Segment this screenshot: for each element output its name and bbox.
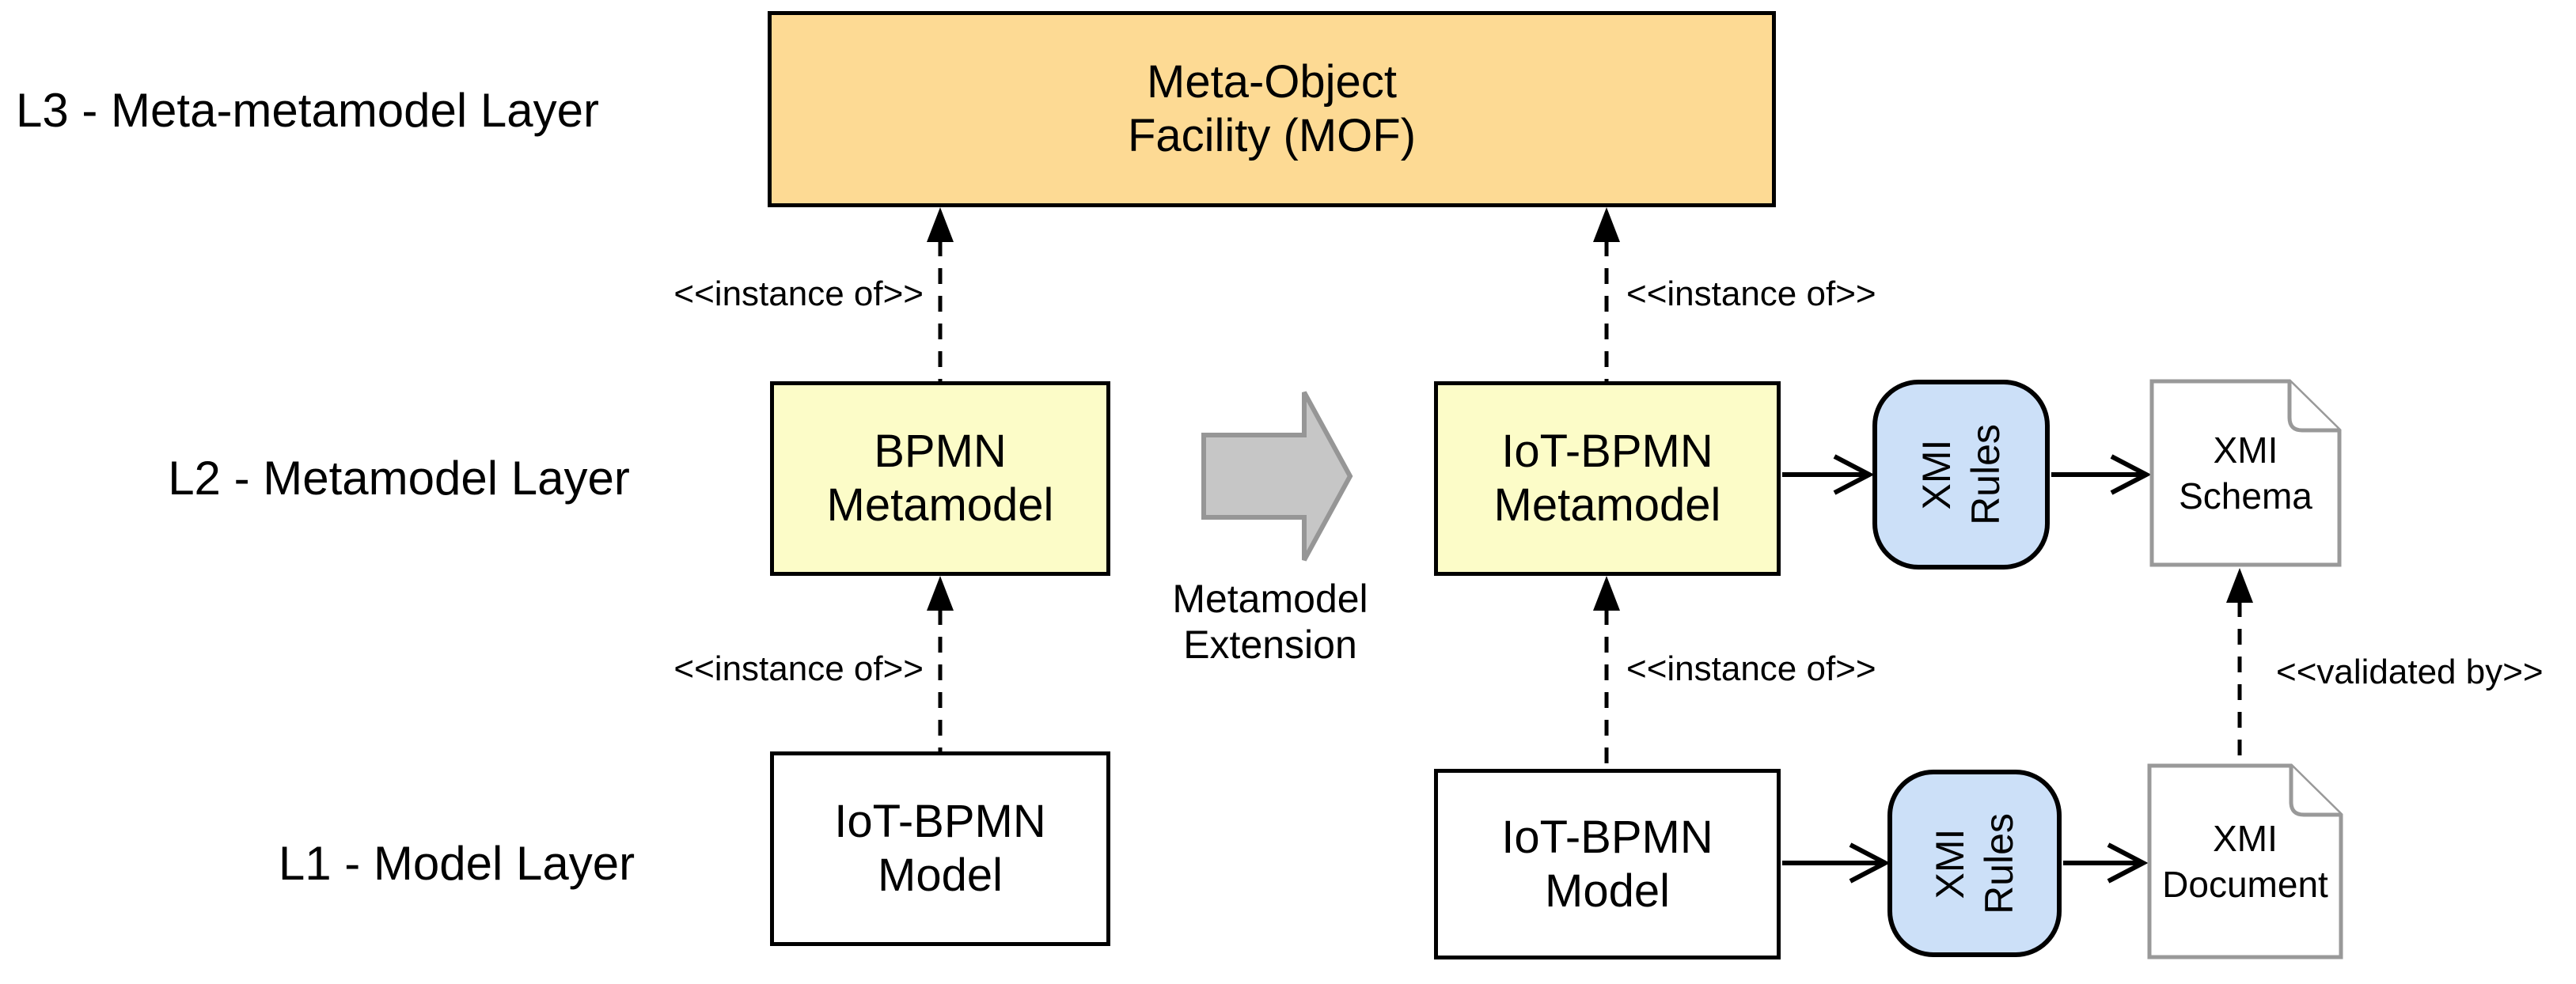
instance-of-arrow-bottom-right	[1593, 576, 1620, 769]
node-iot-bpmn-model-right: IoT-BPMN Model	[1434, 769, 1781, 959]
node-xmi-rules-top-label: XMI Rules	[1914, 424, 2008, 525]
annotation-metamodel-extension: Metamodel Extension	[1172, 577, 1368, 667]
document-shape-document	[2147, 763, 2343, 959]
annotation-instance-of-top-left: <<instance of>>	[673, 274, 924, 313]
metamodel-extension-block-arrow	[1201, 391, 1353, 562]
node-iot-bpmn-metamodel-label: IoT-BPMN Metamodel	[1493, 426, 1721, 531]
instance-of-arrow-bottom-left	[927, 576, 954, 751]
node-xmi-schema-label: XMI Schema	[2179, 430, 2312, 517]
node-xmi-rules-top: XMI Rules	[1872, 380, 2050, 570]
node-bpmn-metamodel: BPMN Metamodel	[770, 381, 1110, 576]
node-xmi-rules-bottom: XMI Rules	[1887, 770, 2062, 957]
layer-label-l1: L1 - Model Layer	[278, 837, 635, 890]
node-bpmn-metamodel-label: BPMN Metamodel	[826, 426, 1054, 531]
node-xmi-rules-bottom-label: XMI Rules	[1928, 812, 2021, 914]
arrow-model-to-rules	[1782, 842, 1891, 884]
annotation-instance-of-top-right: <<instance of>>	[1626, 274, 1876, 313]
instance-of-arrow-top-right	[1593, 207, 1620, 381]
node-mof: Meta-Object Facility (MOF)	[768, 11, 1776, 207]
node-iot-bpmn-metamodel: IoT-BPMN Metamodel	[1434, 381, 1781, 576]
annotation-instance-of-bottom-left: <<instance of>>	[673, 649, 924, 688]
node-xmi-document: XMI Document	[2146, 763, 2344, 960]
arrow-rules-to-schema	[2051, 454, 2152, 495]
annotation-validated-by: <<validated by>>	[2276, 653, 2544, 691]
layer-label-l2: L2 - Metamodel Layer	[168, 452, 630, 505]
instance-of-arrow-top-left	[927, 207, 954, 381]
node-mof-label: Meta-Object Facility (MOF)	[1127, 56, 1417, 161]
arrow-rules-to-document	[2063, 842, 2149, 884]
node-xmi-document-label: XMI Document	[2162, 818, 2328, 905]
layer-label-l3: L3 - Meta-metamodel Layer	[16, 84, 599, 137]
node-xmi-schema: XMI Schema	[2149, 378, 2343, 568]
document-shape-schema	[2149, 379, 2342, 567]
node-iot-bpmn-model-left: IoT-BPMN Model	[770, 751, 1110, 946]
node-iot-bpmn-model-right-label: IoT-BPMN Model	[1501, 811, 1713, 917]
annotation-instance-of-bottom-right: <<instance of>>	[1626, 649, 1876, 688]
node-iot-bpmn-model-left-label: IoT-BPMN Model	[834, 796, 1046, 901]
arrow-metamodel-to-rules	[1782, 454, 1875, 495]
validated-by-arrow	[2226, 568, 2253, 763]
